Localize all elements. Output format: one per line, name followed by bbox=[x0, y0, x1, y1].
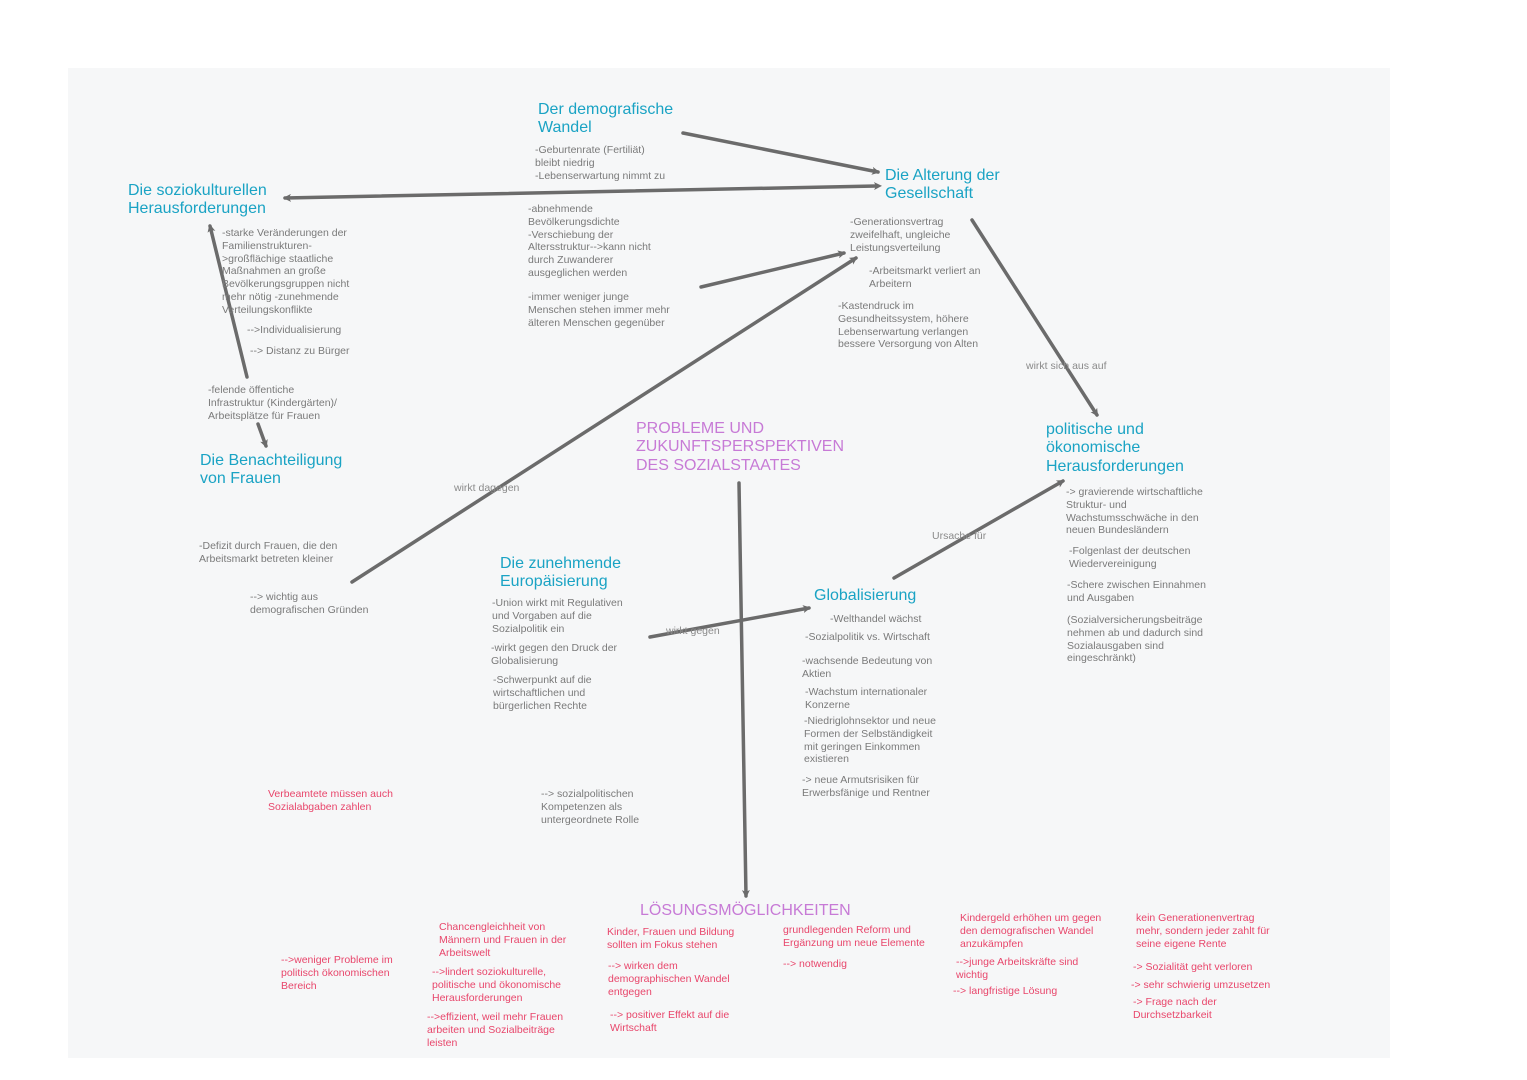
note-demografie-3: -immer weniger junge Menschen stehen imm… bbox=[528, 291, 670, 329]
solution-chancen-2: -->lindert soziokulturelle, politische u… bbox=[432, 966, 561, 1004]
solution-kindergeld-2: -->junge Arbeitskräfte sind wichtig bbox=[956, 956, 1079, 981]
loesungen-title: LÖSUNGSMÖGLICHKEITEN bbox=[640, 902, 851, 919]
note-europa-4: --> sozialpolitischen Kompetenzen als un… bbox=[541, 788, 640, 826]
solution-chancen-1: Chancengleichheit von Männern und Frauen… bbox=[439, 921, 567, 959]
note-global-3: -wachsende Bedeutung von Aktien bbox=[802, 655, 933, 680]
arrow-europa-to-global bbox=[648, 605, 811, 639]
solution-reform-2: --> notwendig bbox=[783, 958, 847, 970]
solution-verbeamtete: Verbeamtete müssen auch Sozialabgaben za… bbox=[268, 788, 393, 813]
note-sozio-1: -starke Veränderungen der Familienstrukt… bbox=[222, 227, 350, 316]
note-frauen-3: --> wichtig aus demografischen Gründen bbox=[250, 591, 369, 616]
note-europa-3: -Schwerpunkt auf die wirtschaftlichen un… bbox=[493, 674, 592, 712]
note-global-6: -> neue Armutsrisiken für Erwerbsfänige … bbox=[802, 774, 930, 799]
arrow-frauen-to-soziokulturell bbox=[207, 224, 249, 379]
solution-rente-1: kein Generationenvertrag mehr, sondern j… bbox=[1136, 912, 1270, 950]
label-wirkt-gegen: wirkt gegen bbox=[666, 625, 720, 637]
heading-soziokulturell: Die soziokulturellen Herausforderungen bbox=[128, 182, 267, 218]
solution-rente-4: -> Frage nach der Durchsetzbarkeit bbox=[1133, 996, 1217, 1021]
note-demografie-2: -abnehmende Bevölkerungsdichte -Verschie… bbox=[528, 203, 651, 279]
label-ursache-fuer: Ursache für bbox=[932, 530, 987, 542]
heading-europaeisierung: Die zunehmende Europäisierung bbox=[500, 555, 621, 591]
note-global-5: -Niedriglohnsektor und neue Formen der S… bbox=[804, 715, 936, 766]
arrow-center-to-loesungen bbox=[737, 481, 750, 898]
solution-rente-2: -> Sozialität geht verloren bbox=[1133, 961, 1253, 973]
note-frauen-2: -Defizit durch Frauen, die den Arbeitsma… bbox=[199, 540, 338, 565]
note-polit-3: -Schere zwischen Einnahmen und Ausgaben bbox=[1067, 579, 1206, 604]
note-alterung-2: -Arbeitsmarkt verliert an Arbeitern bbox=[869, 265, 981, 290]
note-europa-1: -Union wirkt mit Regulativen und Vorgabe… bbox=[492, 597, 623, 635]
solution-kindergeld-1: Kindergeld erhöhen um gegen den demograf… bbox=[960, 912, 1102, 950]
arrow-demografie-notes-to-alterung bbox=[699, 250, 846, 289]
note-polit-1: -> gravierende wirtschaftliche Struktur-… bbox=[1066, 486, 1203, 537]
solution-chancen-3: -->effizient, weil mehr Frauen arbeiten … bbox=[427, 1011, 564, 1049]
note-global-4: -Wachstum internationaler Konzerne bbox=[805, 686, 928, 711]
solution-kindergeld-3: --> langfristige Lösung bbox=[953, 985, 1058, 997]
heading-demografischer-wandel: Der demografische Wandel bbox=[538, 101, 674, 137]
solution-reform-1: grundlegenden Reform und Ergänzung um ne… bbox=[783, 924, 925, 949]
heading-alterung: Die Alterung der Gesellschaft bbox=[885, 167, 1000, 203]
label-wirkt-dagegen: wirkt dagegen bbox=[454, 482, 520, 494]
note-polit-2: -Folgenlast der deutschen Wiedervereinig… bbox=[1069, 545, 1191, 570]
center-title: PROBLEME UND ZUKUNFTSPERSPEKTIVEN DES SO… bbox=[636, 420, 845, 474]
mindmap-board bbox=[68, 68, 1390, 1058]
heading-politisch: politische und ökonomische Herausforderu… bbox=[1046, 421, 1184, 475]
arrow-frauen-wirkt-dagegen bbox=[350, 256, 858, 584]
note-europa-2: -wirkt gegen den Druck der Globalisierun… bbox=[491, 642, 618, 667]
arrow-infrastruktur-to-benachteiligung bbox=[256, 422, 268, 448]
heading-benachteiligung: Die Benachteiligung von Frauen bbox=[200, 452, 343, 488]
arrow-alterung-to-politisch bbox=[970, 218, 1099, 417]
note-frauen-1: -felende öffentiche Infrastruktur (Kinde… bbox=[208, 384, 337, 422]
note-sozio-3: --> Distanz zu Bürger bbox=[250, 345, 350, 357]
solution-kinder-2: --> wirken dem demographischen Wandel en… bbox=[608, 960, 730, 998]
solution-kinder-1: Kinder, Frauen und Bildung sollten im Fo… bbox=[607, 926, 735, 951]
solution-weniger-probleme: -->weniger Probleme im politisch ökonomi… bbox=[281, 954, 393, 992]
note-demografie-1: -Geburtenrate (Fertiliät) bleibt niedrig… bbox=[535, 144, 666, 182]
arrow-demografie-to-alterung bbox=[681, 131, 880, 175]
note-global-1: -Welthandel wächst bbox=[830, 613, 922, 625]
note-polit-4: (Sozialversicherungsbeiträge nehmen ab u… bbox=[1067, 614, 1204, 665]
solution-kinder-3: --> positiver Effekt auf die Wirtschaft bbox=[610, 1009, 730, 1034]
arrow-alterung-soziokulturell bbox=[283, 182, 882, 202]
note-alterung-1: -Generationsvertrag zweifelhaft, ungleic… bbox=[850, 216, 951, 254]
note-global-2: -Sozialpolitik vs. Wirtschaft bbox=[805, 631, 930, 643]
note-alterung-3: -Kastendruck im Gesundheitssystem, höher… bbox=[838, 300, 979, 351]
note-sozio-2: -->Individualisierung bbox=[247, 324, 342, 336]
solution-rente-3: -> sehr schwierig umzusetzen bbox=[1131, 979, 1271, 991]
arrow-global-to-politisch bbox=[892, 479, 1065, 580]
heading-globalisierung: Globalisierung bbox=[814, 587, 917, 604]
label-wirkt-sich-aus: wirkt sich aus auf bbox=[1026, 360, 1107, 372]
